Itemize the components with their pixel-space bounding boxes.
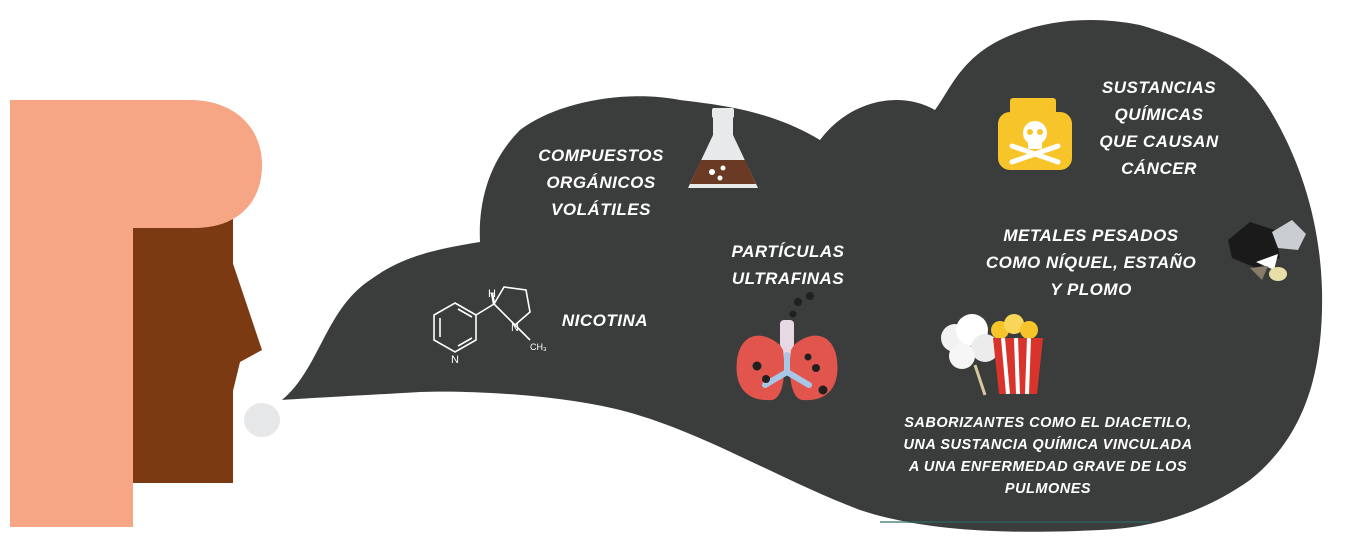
rocks-icon <box>1228 220 1306 281</box>
flask-icon <box>688 108 758 188</box>
lungs-icon <box>736 320 838 401</box>
molecule-n-amine-label: N <box>511 322 519 334</box>
label-ultrafine-particles: PARTÍCULAS ULTRAFINAS <box>731 242 845 288</box>
popcorn-icon <box>941 314 1043 396</box>
label-flavorings: SABORIZANTES COMO EL DIACETILO, UNA SUST… <box>903 415 1193 497</box>
molecule-h-label: H <box>488 288 496 300</box>
molecule-icon: H N N CH₃ <box>433 286 547 366</box>
person-head <box>10 100 262 527</box>
label-carcinogens: SUSTANCIAS QUÍMICAS QUE CAUSAN CÁNCER <box>1099 78 1219 178</box>
molecule-n-ring-label: N <box>451 354 459 366</box>
label-voc: COMPUESTOS ORGÁNICOS VOLÁTILES <box>538 146 664 219</box>
label-nicotine: NICOTINA <box>561 311 649 330</box>
hair-front <box>10 100 262 527</box>
face-profile <box>215 225 262 395</box>
label-heavy-metals: METALES PESADOS COMO NÍQUEL, ESTAÑO Y PL… <box>985 226 1197 299</box>
particle-dots <box>789 292 814 318</box>
molecule-methyl-label: CH₃ <box>530 342 547 352</box>
poison-jar-icon <box>998 98 1072 170</box>
vapor-puff <box>244 403 280 437</box>
hair-back <box>128 190 233 483</box>
